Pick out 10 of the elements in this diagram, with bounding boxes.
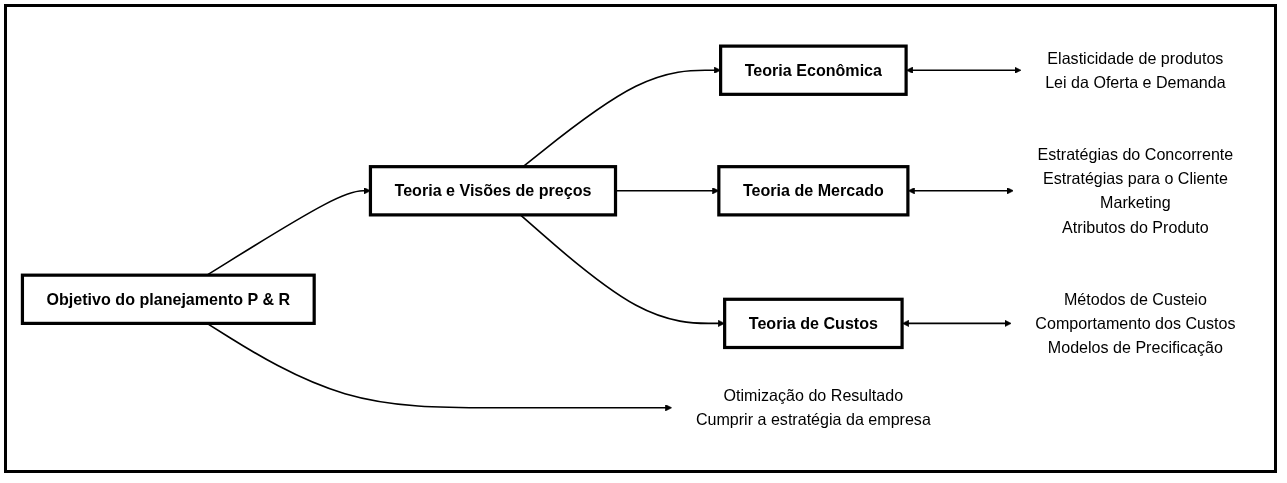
node-box — [368, 164, 617, 216]
node-text: Métodos de Custeio Comportamento dos Custos Modelos de Precificação — [1034, 289, 1235, 356]
node-text: Elasticidade de produtos Lei da Oferta e Demanda — [1044, 48, 1226, 91]
diagram-frame: Objetivo do planejamento P & R Teoria e Visões de preços Teoria Econômica Teoria de Mercado Teoria de Custos Otimização do Resultado Cumprir a estratégia da empresa Elasticidade de produtos Lei da Oferta e Demanda Estratégias do Concorrente Estratégias para o Cliente Marketing Atributos do Produto Métodos de Custeio Comportamento dos Custos Modelos de Precificação — [4, 4, 1277, 473]
node-text: Otimização do Resultado Cumprir a estratégia da empresa — [695, 386, 931, 429]
node-text: Estratégias do Concorrente Estratégias para o Cliente Marketing Atributos do Produto — [1037, 145, 1233, 236]
node-box — [722, 297, 904, 349]
node-box — [20, 273, 316, 325]
node-box — [718, 44, 908, 96]
node-box — [716, 164, 909, 216]
